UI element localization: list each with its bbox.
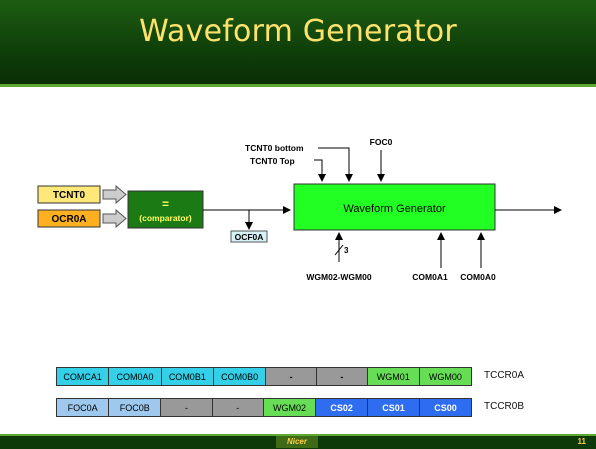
waveform-generator-label: Waveform Generator bbox=[343, 203, 446, 215]
com0a0-label: COM0A0 bbox=[460, 272, 496, 282]
waveform-diagram: TCNT0 OCR0A = (comparator) OCF0A Wavefor… bbox=[37, 137, 562, 282]
wgm-label: WGM02-WGM00 bbox=[306, 272, 371, 282]
bus-width-label: 3 bbox=[344, 246, 349, 255]
bus-slash-icon bbox=[334, 244, 344, 256]
slide-header bbox=[0, 0, 596, 84]
tcnt0-bottom-arrow bbox=[318, 147, 353, 182]
tcnt0-label: TCNT0 bbox=[53, 190, 86, 201]
tcnt0-top-label: TCNT0 Top bbox=[250, 156, 295, 166]
register-bit: CS01 bbox=[367, 398, 420, 417]
comparator-label: (comparator) bbox=[139, 213, 192, 223]
page-number: 11 bbox=[577, 437, 586, 446]
waveform-generator-box bbox=[293, 183, 496, 231]
tcnt0-bottom-label: TCNT0 bottom bbox=[245, 143, 304, 153]
register-bit: WGM01 bbox=[366, 367, 420, 386]
ocf0a-flag-box bbox=[230, 230, 268, 243]
ocr0a-arrow-icon bbox=[102, 208, 127, 229]
footer-logo: Nicer bbox=[276, 436, 318, 448]
register-bit: FOC0A bbox=[55, 398, 110, 417]
register-bit: WGM02 bbox=[262, 398, 317, 417]
ocr0a-label: OCR0A bbox=[51, 214, 86, 225]
ocf0a-label: OCF0A bbox=[235, 232, 264, 242]
register-bit: - bbox=[211, 398, 264, 417]
register-name: TCCR0B bbox=[484, 401, 525, 412]
register-bit: CS02 bbox=[315, 398, 369, 417]
comparator-box bbox=[127, 190, 204, 229]
tcnt0-input-box bbox=[37, 185, 101, 204]
tcnt0-top-arrow bbox=[314, 159, 326, 182]
register-bit: WGM00 bbox=[418, 367, 473, 386]
com0a1-label: COM0A1 bbox=[412, 272, 448, 282]
register-bit: COM0B0 bbox=[212, 367, 267, 386]
ocr0a-input-box bbox=[37, 209, 101, 228]
register-bit: CS00 bbox=[419, 398, 472, 417]
register-name: TCCR0A bbox=[484, 370, 525, 381]
comparator-symbol: = bbox=[162, 197, 169, 211]
tcnt0-arrow-icon bbox=[102, 184, 127, 205]
register-bit: - bbox=[265, 367, 317, 386]
header-divider bbox=[0, 84, 596, 87]
register-bit: COM0B1 bbox=[160, 367, 214, 386]
register-bit: COMCA1 bbox=[55, 367, 110, 386]
register-bit: FOC0B bbox=[108, 398, 162, 417]
foc0-label: FOC0 bbox=[370, 137, 393, 147]
register-bit: - bbox=[160, 398, 213, 417]
slide-title: Waveform Generator bbox=[139, 14, 457, 49]
register-bit: COM0A0 bbox=[108, 367, 162, 386]
register-bit: - bbox=[315, 367, 368, 386]
